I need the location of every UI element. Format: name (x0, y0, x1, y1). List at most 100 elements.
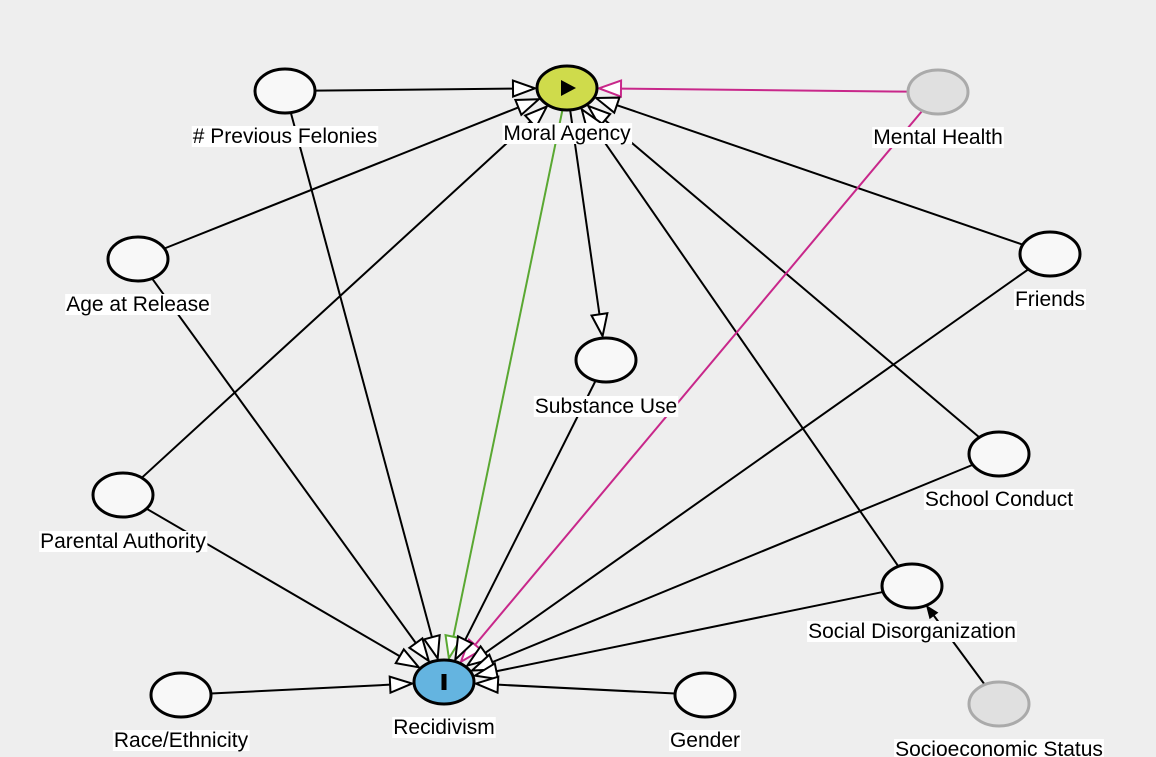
edge-line (491, 463, 974, 664)
node-label: Social Disorganization (808, 620, 1016, 643)
node-label-background (533, 396, 679, 417)
outcome-bar-icon (441, 674, 447, 690)
node-ellipse[interactable] (253, 67, 317, 115)
node-prev-felonies[interactable]: # Previous Felonies (191, 67, 379, 148)
node-substance-use[interactable]: Substance Use (533, 336, 679, 418)
node-race[interactable]: Race/Ethnicity (112, 671, 250, 752)
arrowhead-icon (511, 79, 538, 99)
node-label: Mental Health (873, 126, 1003, 149)
node-label-background (668, 730, 742, 751)
edge-line (151, 277, 417, 644)
arrowhead-icon (596, 79, 623, 99)
node-label-background (65, 294, 211, 315)
arrowhead-icon (473, 675, 500, 695)
arrowhead-icon (513, 98, 542, 117)
edge-line (464, 380, 597, 641)
node-label: School Conduct (925, 488, 1073, 511)
node-label: Recidivism (393, 716, 495, 739)
arrowhead-icon (471, 661, 500, 681)
edge-age_release-to-moral_agency[interactable] (163, 98, 542, 250)
edge-parental_authority-to-moral_agency[interactable] (141, 104, 549, 479)
node-ellipse[interactable] (906, 68, 970, 116)
node-ellipse[interactable] (106, 235, 170, 283)
edge-line (452, 109, 564, 637)
node-ellipse[interactable] (967, 680, 1031, 728)
edge-line (163, 106, 519, 250)
edge-friends-to-moral_agency[interactable] (593, 96, 1024, 246)
node-moral-agency[interactable]: Moral Agency (502, 64, 633, 145)
edge-line (314, 87, 514, 92)
play-icon (561, 80, 576, 96)
edge-line (616, 104, 1024, 246)
node-ellipse[interactable] (574, 336, 638, 384)
node-label-background (392, 717, 496, 738)
edges-layer (141, 79, 1029, 695)
edge-line (289, 112, 433, 638)
edge-line (604, 119, 981, 439)
arrowhead-icon (589, 312, 609, 340)
edge-line (497, 683, 676, 695)
node-label: # Previous Felonies (193, 125, 377, 148)
edge-line (474, 110, 924, 646)
node-ses[interactable]: Socioeconomic Status (894, 680, 1104, 757)
node-social-disorg[interactable]: Social Disorganization (807, 562, 1017, 643)
arrowhead-icon (407, 636, 431, 664)
node-ellipse[interactable] (967, 430, 1031, 478)
edge-line (484, 268, 1029, 654)
node-gender[interactable]: Gender (668, 671, 742, 752)
arrowhead-icon (422, 633, 441, 662)
arrowhead-icon (394, 647, 422, 669)
node-label: Moral Agency (503, 122, 631, 145)
edge-prev_felonies-to-moral_agency[interactable] (314, 79, 538, 99)
edge-social_disorg-to-recidivism[interactable] (471, 590, 884, 681)
node-school-conduct[interactable]: School Conduct (923, 430, 1075, 511)
node-ellipse[interactable] (880, 562, 944, 610)
node-ellipse[interactable] (1018, 230, 1082, 278)
edge-moral_agency-to-recidivism[interactable] (444, 109, 564, 662)
node-label: Age at Release (66, 293, 210, 316)
edge-line (593, 126, 900, 567)
node-label-background (1013, 289, 1087, 310)
edge-social_disorg-to-moral_agency[interactable] (580, 106, 900, 567)
edge-line (141, 120, 532, 479)
arrowhead-icon (523, 104, 549, 130)
node-ellipse[interactable] (673, 671, 737, 719)
edge-line (210, 683, 391, 695)
node-label-background (39, 531, 208, 552)
node-friends[interactable]: Friends (1013, 230, 1087, 311)
node-parental-authority[interactable]: Parental Authority (39, 471, 208, 553)
edge-race-to-recidivism[interactable] (210, 675, 415, 695)
arrowhead-icon (585, 104, 612, 128)
node-label: Parental Authority (40, 530, 206, 553)
edge-age_release-to-recidivism[interactable] (151, 277, 431, 664)
edge-school_conduct-to-moral_agency[interactable] (585, 104, 981, 439)
node-label: Substance Use (535, 395, 677, 418)
edge-substance_use-to-recidivism[interactable] (453, 380, 597, 663)
node-ellipse[interactable] (91, 471, 155, 519)
node-label-background (923, 489, 1075, 510)
edge-line (496, 590, 884, 673)
node-mental-health[interactable]: Mental Health (872, 68, 1004, 149)
edge-ses-to-social_disorg[interactable] (925, 604, 986, 686)
node-recidivism[interactable]: Recidivism (392, 658, 496, 739)
node-label-background (191, 126, 379, 147)
arrowhead-icon (593, 96, 621, 115)
node-label-background (807, 621, 1017, 642)
node-ellipse[interactable] (149, 671, 213, 719)
node-label-background (872, 127, 1004, 148)
arrowhead-icon (925, 604, 939, 620)
arrowhead-icon (388, 675, 415, 695)
node-age-release[interactable]: Age at Release (65, 235, 211, 316)
arrowhead-icon (453, 634, 475, 663)
node-label-background (894, 739, 1104, 757)
node-label: Gender (670, 729, 740, 752)
edge-gender-to-recidivism[interactable] (473, 675, 676, 695)
edge-prev_felonies-to-recidivism[interactable] (289, 112, 441, 662)
node-label-background (502, 123, 633, 144)
node-label: Socioeconomic Status (895, 738, 1103, 757)
edge-line (620, 87, 909, 93)
node-label-background (112, 730, 250, 751)
edge-mental_health-to-moral_agency[interactable] (596, 79, 909, 99)
